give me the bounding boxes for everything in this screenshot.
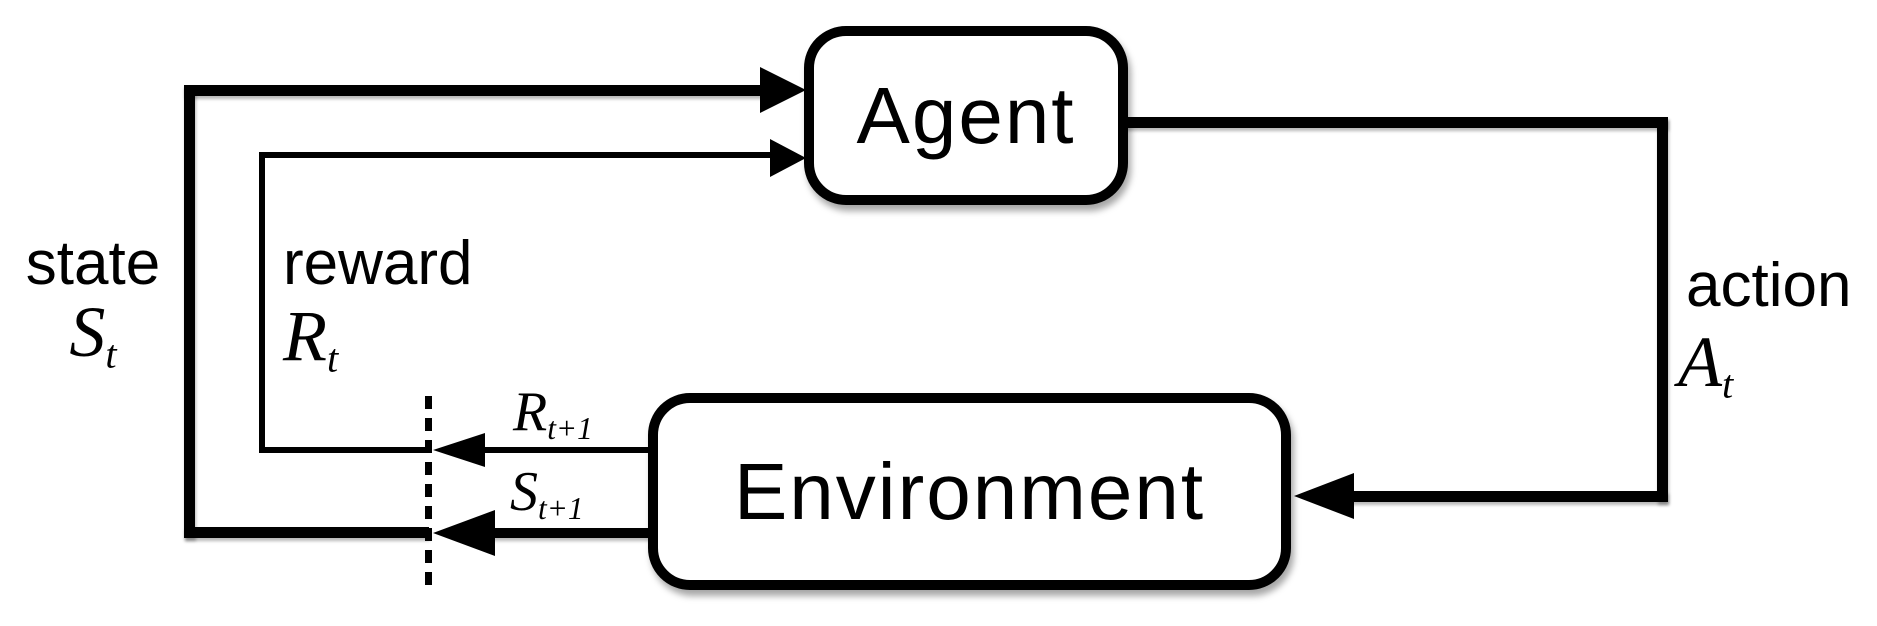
environment-node-label: Environment bbox=[733, 446, 1206, 536]
action-word-label: action bbox=[1686, 251, 1852, 320]
reward-symbol-label: Rt bbox=[283, 300, 338, 379]
agent-node: Agent bbox=[804, 26, 1128, 205]
reward-next-symbol-base: R bbox=[513, 381, 548, 443]
action-line-bottom bbox=[1350, 491, 1668, 502]
state-next-symbol-subscript: t+1 bbox=[538, 490, 584, 526]
reward-symbol-subscript: t bbox=[326, 335, 339, 381]
action-symbol-base: A bbox=[1678, 322, 1722, 402]
state-next-symbol-base: S bbox=[510, 461, 538, 523]
reward-line-bottom bbox=[259, 447, 429, 453]
reward-next-line bbox=[482, 447, 657, 453]
reward-next-symbol-subscript: t+1 bbox=[547, 410, 593, 446]
agent-node-label: Agent bbox=[856, 70, 1076, 160]
state-next-line bbox=[492, 528, 657, 538]
reward-word-label: reward bbox=[283, 229, 473, 298]
reward-next-arrowhead-icon bbox=[433, 433, 485, 467]
reward-symbol-base: R bbox=[283, 296, 327, 376]
state-symbol-base: S bbox=[69, 292, 106, 372]
reward-line-vertical bbox=[259, 152, 265, 453]
state-next-symbol-label: St+1 bbox=[510, 464, 584, 524]
action-symbol-subscript: t bbox=[1721, 361, 1734, 407]
state-symbol-subscript: t bbox=[105, 331, 117, 377]
action-line-vertical bbox=[1657, 117, 1668, 502]
state-word-label: state bbox=[25, 229, 161, 298]
reward-to-agent-arrowhead-icon bbox=[770, 139, 806, 177]
state-line-bottom bbox=[184, 527, 429, 538]
state-to-agent-arrowhead-icon bbox=[760, 67, 806, 113]
action-line-top bbox=[1124, 117, 1668, 128]
state-line-vertical bbox=[184, 85, 195, 538]
state-next-arrowhead-icon bbox=[433, 510, 495, 556]
action-symbol-label: At bbox=[1678, 326, 1733, 405]
time-boundary-dashed-line bbox=[425, 396, 432, 586]
state-symbol-label: St bbox=[8, 296, 178, 375]
state-line-top bbox=[184, 85, 762, 96]
action-to-environment-arrowhead-icon bbox=[1294, 473, 1354, 519]
environment-node: Environment bbox=[648, 393, 1291, 590]
reward-line-top bbox=[259, 152, 772, 158]
reward-next-symbol-label: Rt+1 bbox=[513, 384, 593, 444]
